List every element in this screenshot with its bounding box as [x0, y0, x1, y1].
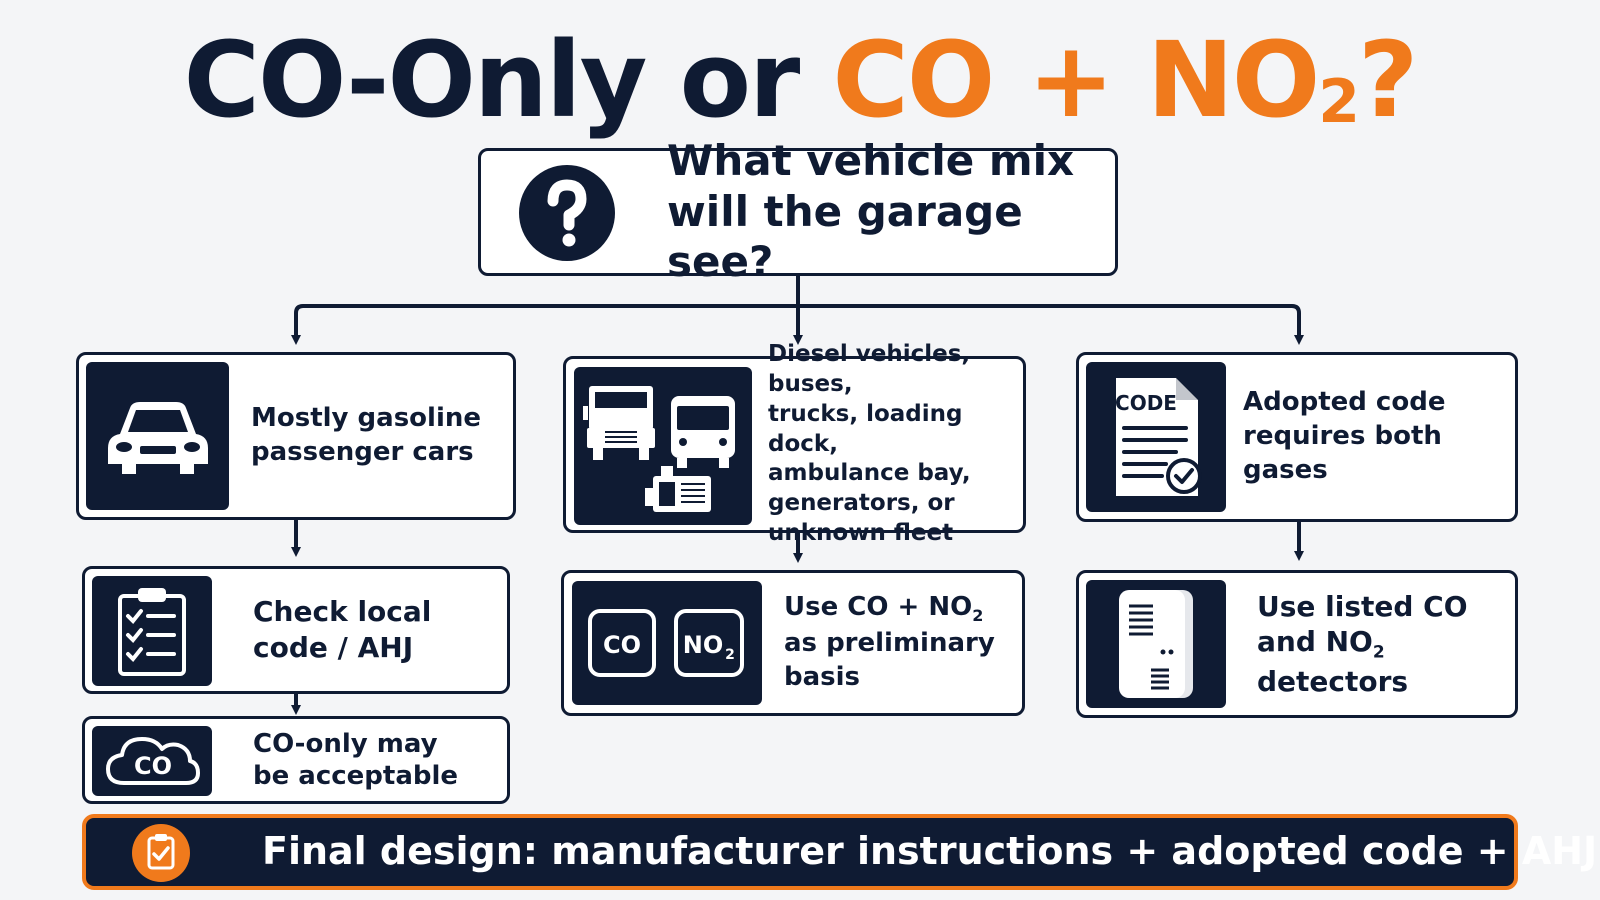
- diesel-condition-line5: unknown fleet: [768, 520, 954, 547]
- question-line1: What vehicle mix: [667, 136, 1075, 186]
- gasoline-condition-line1: Mostly gasoline: [251, 403, 482, 434]
- truck-bus-generator-icon: [574, 367, 752, 525]
- no2-sensor-subscript: 2: [725, 647, 735, 663]
- final-design-banner: Final design: manufacturer instructions …: [82, 814, 1598, 890]
- title-part1: CO-Only or: [183, 19, 801, 141]
- diesel-condition-line4: generators, or: [768, 490, 955, 517]
- truck-icon: [583, 386, 655, 460]
- title-accent-sub: 2: [1318, 67, 1360, 137]
- code-condition-line2: requires both gases: [1243, 421, 1442, 485]
- code-condition-line1: Adopted code: [1243, 387, 1446, 418]
- question-line2: will the garage see?: [667, 186, 1023, 287]
- code-result-box: Use listed CO and NO2 detectors: [1076, 570, 1518, 718]
- diesel-result-box: CO NO 2 Use CO + NO2 as preliminary basi…: [561, 570, 1025, 716]
- code-result-line1: Use listed CO: [1257, 590, 1468, 624]
- co-sensor-label: CO: [603, 631, 641, 659]
- code-result-line2: and NO2: [1257, 624, 1468, 664]
- no2-sensor-label: NO: [683, 631, 724, 659]
- code-document-icon: CODE: [1086, 362, 1226, 512]
- diesel-condition-box: Diesel vehicles, buses, trucks, loading …: [563, 341, 1026, 546]
- code-result-text: Use listed CO and NO2 detectors: [1257, 573, 1513, 715]
- gasoline-result-line2: code / AHJ: [253, 631, 414, 664]
- title-accent-main: CO + NO: [832, 19, 1321, 141]
- diesel-result-line1-sub: 2: [972, 606, 984, 626]
- co-sensor-badge: [588, 609, 656, 677]
- code-result-line2-sub: 2: [1372, 642, 1385, 663]
- gasoline-followup-line1: CO-only may: [253, 728, 438, 759]
- no2-sensor-badge: [674, 609, 744, 677]
- car-icon: [86, 362, 229, 510]
- diesel-result-text: Use CO + NO2 as preliminary basis: [784, 573, 1020, 713]
- diesel-condition-line3: ambulance bay,: [768, 460, 971, 487]
- gasoline-condition-line2: passenger cars: [251, 437, 474, 467]
- page-title: CO-Only or CO + NO2?: [0, 10, 1600, 172]
- diesel-condition-line1: Diesel vehicles, buses,: [768, 340, 971, 397]
- co-no2-sensors-icon: CO NO 2: [572, 581, 762, 705]
- diesel-result-line1: Use CO + NO2: [784, 591, 995, 627]
- code-result-line2-main: and NO: [1257, 625, 1373, 659]
- code-result-line3: detectors: [1257, 664, 1409, 698]
- gasoline-followup-line2: be acceptable: [253, 761, 459, 791]
- bus-icon: [671, 396, 735, 468]
- diesel-condition-line2: trucks, loading dock,: [768, 400, 963, 457]
- title-accent-end: ?: [1358, 19, 1418, 141]
- co-cloud-label: CO: [134, 752, 172, 780]
- clipboard-check-icon: [132, 824, 190, 882]
- co-cloud-icon: CO: [92, 726, 212, 796]
- clipboard-checklist-icon: [92, 576, 212, 686]
- gasoline-result-line1: Check local: [253, 594, 432, 628]
- diesel-result-line1-main: Use CO + NO: [784, 592, 973, 623]
- gas-detector-icon: [1086, 580, 1226, 708]
- diesel-result-line3: basis: [784, 661, 861, 692]
- code-document-label: CODE: [1115, 391, 1177, 415]
- question-icon: [519, 165, 615, 261]
- diesel-condition-text: Diesel vehicles, buses, trucks, loading …: [768, 341, 1023, 546]
- diesel-result-line2: as preliminary: [784, 628, 995, 659]
- final-design-text: Final design: manufacturer instructions …: [262, 829, 1598, 874]
- title-accent: CO + NO2?: [832, 19, 1419, 141]
- generator-icon: [645, 466, 711, 512]
